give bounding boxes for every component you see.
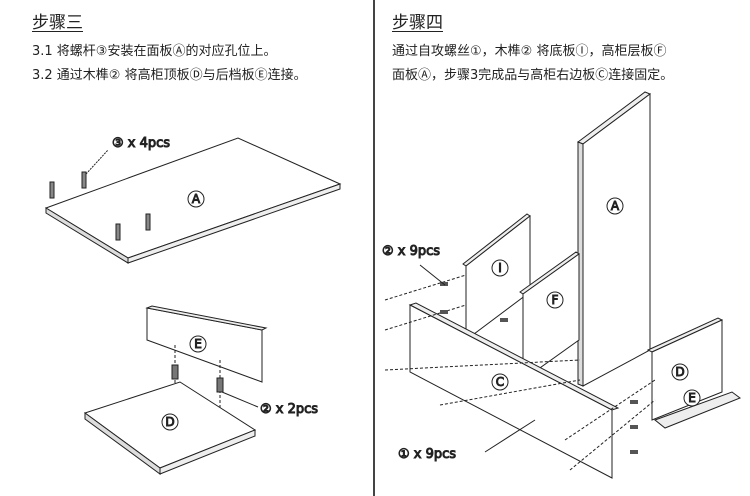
part-label-f: F (552, 293, 559, 307)
callout-dowels-step3: ② x 2pcs (260, 402, 318, 417)
step4-title: 步骤四 (392, 13, 443, 33)
panel-c: C (408, 302, 620, 479)
part-label-a: A (192, 192, 201, 206)
panel-d-step3: D (83, 381, 257, 475)
panel-e-step3: E (145, 305, 268, 383)
panel-d-step4: D E (646, 317, 742, 429)
step3-line-1: 3.1 将螺杆③安装在面板Ⓐ的对应孔位上。 (32, 44, 277, 59)
panel-i: I (462, 213, 531, 341)
callout-dowels-step4: ② x 9pcs (382, 244, 440, 259)
panel-a-step3: A (44, 137, 342, 264)
step3-line-2: 3.2 通过木榫② 将高柜顶板Ⓓ与后档板Ⓔ连接。 (32, 68, 307, 83)
step-divider (373, 0, 375, 496)
part-label-a4: A (611, 199, 620, 213)
part-label-e4: E (688, 391, 696, 405)
bolts (49, 171, 151, 241)
callout-bolts: ③ x 4pcs (112, 136, 170, 151)
part-label-i: I (498, 261, 502, 275)
step4-line-2: 面板Ⓐ，步骤3完成品与高柜右边板Ⓒ连接固定。 (392, 68, 674, 83)
step3-title: 步骤三 (32, 13, 83, 33)
panel-f: F (519, 251, 580, 381)
screws-dowels (384, 274, 656, 471)
part-label-d4: D (675, 365, 684, 379)
panel-a-step4: A (576, 91, 652, 387)
step4-line-1: 通过自攻螺丝①，木榫② 将底板Ⓘ，高柜层板Ⓕ (392, 44, 667, 59)
callout-screws: ① x 9pcs (398, 447, 456, 462)
part-label-c: C (496, 375, 504, 389)
part-label-d: D (165, 415, 174, 429)
part-label-e: E (194, 337, 202, 351)
